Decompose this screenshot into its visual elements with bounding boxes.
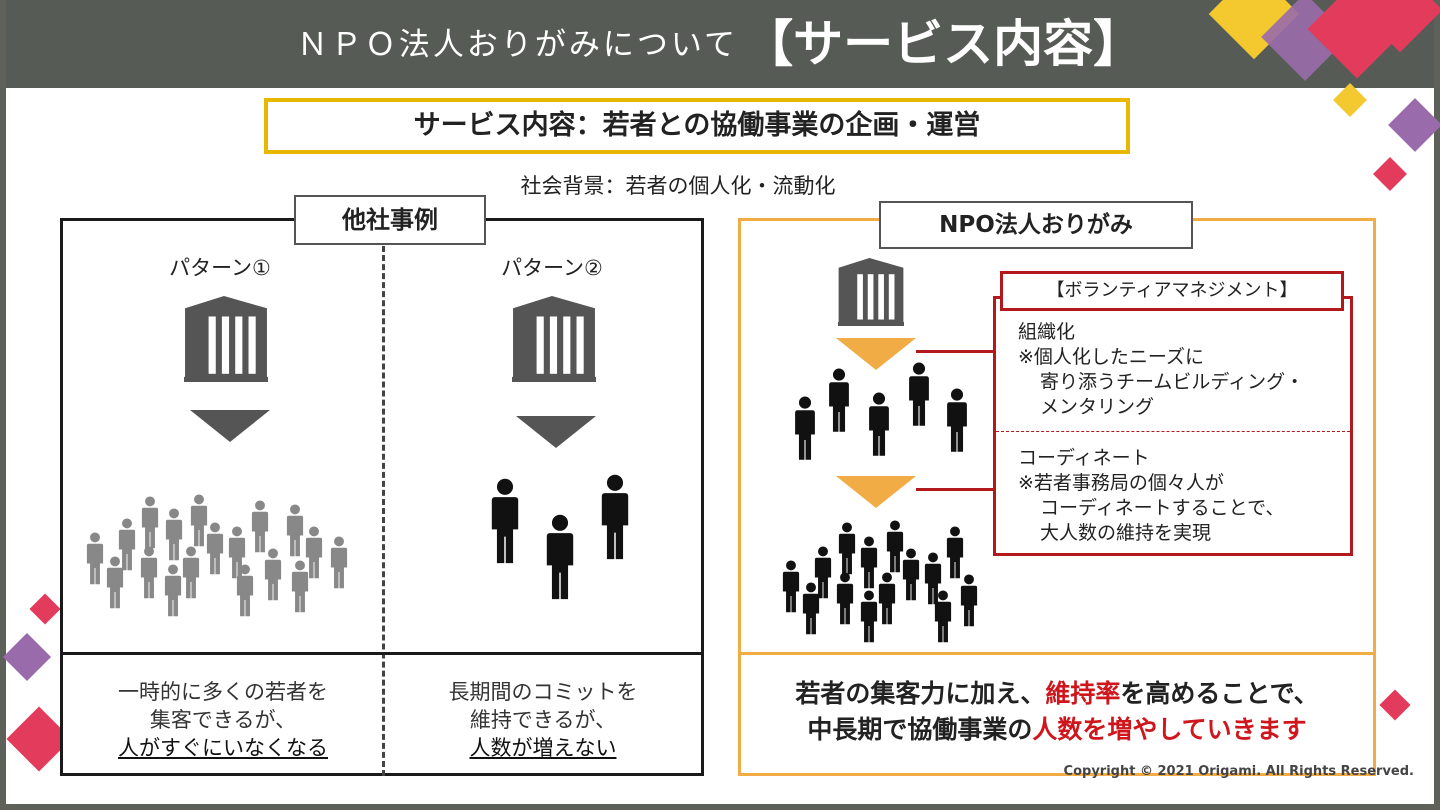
person-icon (960, 574, 978, 628)
npo-conclusion-line2: 中長期で協働事業の人数を増やしていきます (741, 712, 1373, 748)
building-icon (512, 296, 596, 382)
person-icon (782, 560, 800, 614)
down-arrow-icon (190, 410, 270, 442)
npo-title: NPO法人おりがみ (879, 201, 1193, 249)
pattern1-line1: 一時的に多くの若者を (118, 680, 328, 704)
down-arrow-icon (836, 476, 916, 508)
vm-organize-head: 組織化 (1018, 321, 1076, 343)
page-title-big: 【サービス内容】 (743, 15, 1144, 73)
person-icon (291, 560, 309, 614)
person-icon (908, 362, 930, 428)
vm-organize-line1: ※個人化したニーズに (1018, 346, 1204, 368)
person-icon (600, 474, 630, 562)
vm-divider (996, 431, 1350, 432)
conclusion-highlight: 維持率 (1045, 679, 1121, 708)
person-icon (286, 504, 304, 558)
person-icon (802, 582, 820, 636)
person-icon (182, 546, 200, 600)
person-icon (860, 536, 878, 590)
person-icon (878, 572, 896, 626)
vm-coordinate-line2: コーディネートすることで、 (1040, 497, 1285, 519)
person-icon (794, 396, 816, 462)
conclusion-highlight: 人数を増やしていきます (1032, 715, 1307, 744)
copyright: Copyright © 2021 Origami. All Rights Res… (1063, 764, 1414, 779)
npo-conclusion: 若者の集客力に加え、維持率を高めることで、 中長期で協働事業の人数を増やしていき… (741, 676, 1373, 748)
person-icon (264, 548, 282, 602)
vm-coordinate-head: コーディネート (1018, 447, 1150, 469)
building-icon (184, 296, 268, 382)
person-icon (165, 508, 183, 562)
down-arrow-icon (516, 416, 596, 448)
header-bar (0, 0, 1440, 88)
npo-box-divider (738, 652, 1376, 655)
pattern2-line2: 維持できるが、 (469, 708, 617, 732)
person-icon (86, 532, 104, 586)
person-icon (946, 526, 964, 580)
pattern2-description: 長期間のコミットを 維持できるが、 人数が増えない (386, 678, 700, 762)
person-icon (164, 564, 182, 618)
pattern1-conclusion: 人がすぐにいなくなる (118, 736, 328, 760)
npo-conclusion-line1: 若者の集客力に加え、維持率を高めることで、 (741, 676, 1373, 712)
person-icon (236, 564, 254, 618)
pattern1-label: パターン① (169, 256, 271, 280)
person-icon (836, 572, 854, 626)
person-icon (838, 522, 856, 576)
down-arrow-icon (836, 338, 916, 370)
person-icon (490, 478, 520, 566)
conclusion-text: を高めることで、 (1120, 679, 1319, 708)
conclusion-text: 中長期で協働事業の (807, 715, 1033, 744)
person-icon (140, 546, 158, 600)
pattern2-line1: 長期間のコミットを (448, 680, 638, 704)
social-background: 社会背景：若者の個人化・流動化 (520, 174, 836, 198)
vm-section-organize: 組織化 ※個人化したニーズに 寄り添うチームビルディング・ メンタリング (1018, 320, 1304, 420)
person-icon (860, 590, 878, 644)
vm-section-coordinate: コーディネート ※若者事務局の個々人が コーディネートすることで、 大人数の維持… (1018, 446, 1284, 546)
conclusion-text: 若者の集客力に加え、 (795, 679, 1046, 708)
person-icon (902, 548, 920, 602)
person-icon (330, 536, 348, 590)
page-title: ＮＰＯ法人おりがみについて 【サービス内容】 (0, 0, 1440, 88)
person-icon (868, 392, 890, 458)
other-box-divider (60, 652, 704, 655)
vm-organize-line3: メンタリング (1040, 396, 1155, 418)
person-icon (828, 368, 850, 434)
person-icon (545, 514, 575, 602)
vm-organize-line2: 寄り添うチームビルディング・ (1040, 371, 1305, 393)
other-cases-title: 他社事例 (294, 195, 486, 245)
person-icon (251, 500, 269, 554)
person-icon (206, 522, 224, 576)
pattern-divider (382, 246, 385, 776)
vm-coordinate-line1: ※若者事務局の個々人が (1018, 472, 1224, 494)
pattern2-label: パターン② (501, 256, 603, 280)
connector-line (916, 350, 994, 353)
building-icon (838, 258, 904, 326)
person-icon (946, 388, 968, 454)
connector-line (916, 488, 994, 491)
person-icon (141, 496, 159, 550)
pattern1-line2: 集客できるが、 (149, 708, 297, 732)
person-icon (934, 590, 952, 644)
service-heading: サービス内容：若者との協働事業の企画・運営 (264, 98, 1130, 154)
person-icon (106, 556, 124, 610)
pattern1-description: 一時的に多くの若者を 集客できるが、 人がすぐにいなくなる (64, 678, 382, 762)
volunteer-management-title: 【ボランティアマネジメント】 (1000, 271, 1344, 311)
page-title-small: ＮＰＯ法人おりがみについて (296, 27, 738, 63)
vm-coordinate-line3: 大人数の維持を実現 (1040, 522, 1212, 544)
pattern2-conclusion: 人数が増えない (469, 736, 617, 760)
